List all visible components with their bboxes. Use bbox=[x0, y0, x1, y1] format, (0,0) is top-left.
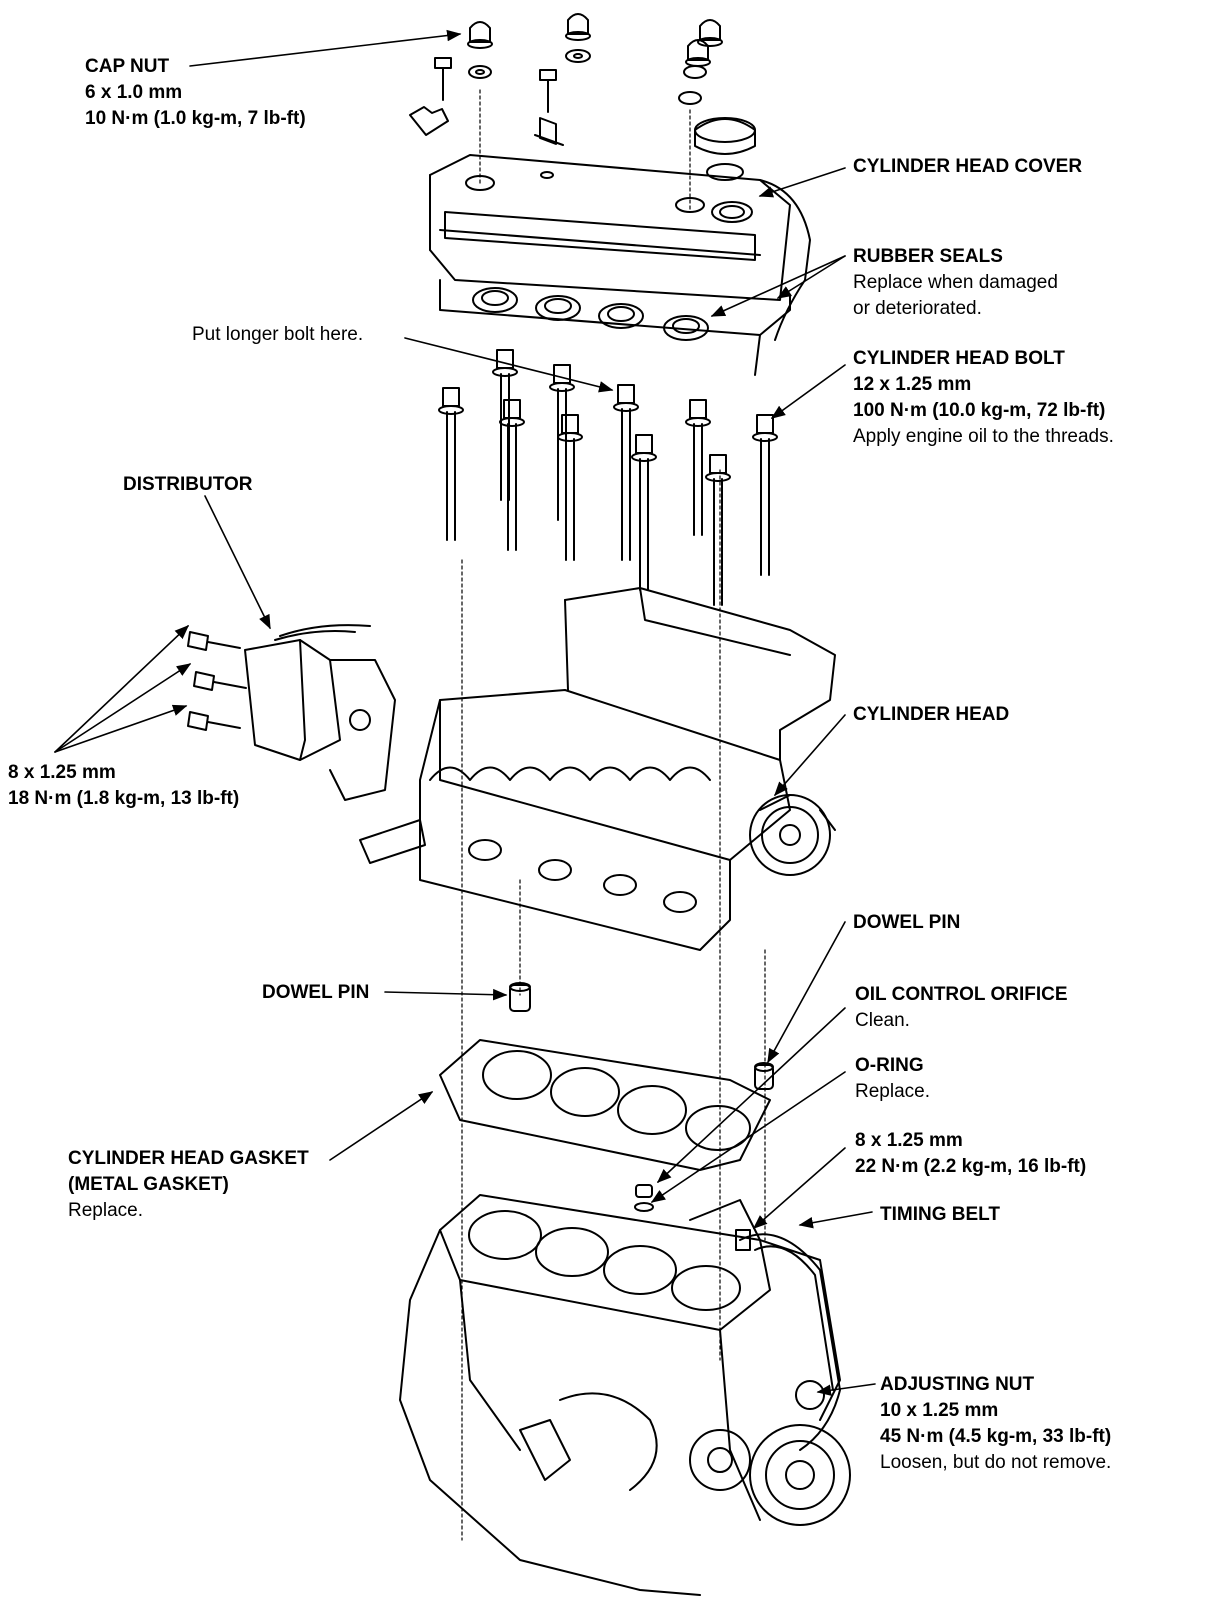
cylinder-head-label: CYLINDER HEAD bbox=[853, 702, 1009, 728]
oil-control-orifice-label: OIL CONTROL ORIFICE Clean. bbox=[855, 982, 1068, 1034]
cap-nut-label: CAP NUT 6 x 1.0 mm 10 N·m (1.0 kg-m, 7 l… bbox=[85, 54, 306, 132]
cylinder-head-bolt-name: CYLINDER HEAD BOLT bbox=[853, 348, 1065, 369]
cylinder-head-cover-name: CYLINDER HEAD COVER bbox=[853, 156, 1083, 177]
oil-control-orifice-note: Clean. bbox=[855, 1010, 910, 1031]
distributor-bolt-size: 8 x 1.25 mm bbox=[8, 762, 116, 783]
rubber-seals-note2: or deteriorated. bbox=[853, 298, 982, 319]
cap-nut-size: 6 x 1.0 mm bbox=[85, 82, 183, 103]
cylinder-head-cover bbox=[429, 154, 811, 376]
o-ring-note: Replace. bbox=[855, 1081, 930, 1102]
bracket-bolt-size: 8 x 1.25 mm bbox=[855, 1130, 963, 1151]
rubber-seals-label: RUBBER SEALS Replace when damaged or det… bbox=[853, 244, 1058, 322]
adjusting-nut-torque: 45 N·m (4.5 kg-m, 33 lb-ft) bbox=[880, 1426, 1112, 1447]
longer-bolt-note: Put longer bolt here. bbox=[192, 324, 364, 345]
timing-belt-label: TIMING BELT bbox=[880, 1202, 1000, 1228]
cylinder-head-bolt-label: CYLINDER HEAD BOLT 12 x 1.25 mm 100 N·m … bbox=[853, 346, 1114, 450]
rubber-seals-note1: Replace when damaged bbox=[853, 272, 1058, 293]
head-gasket-name: CYLINDER HEAD GASKET bbox=[68, 1148, 309, 1169]
dowel-pin-left-name: DOWEL PIN bbox=[262, 982, 370, 1003]
cap-nuts bbox=[409, 13, 756, 181]
o-ring-label: O-RING Replace. bbox=[855, 1053, 930, 1105]
cylinder-head-bolt-note: Apply engine oil to the threads. bbox=[853, 426, 1114, 447]
engine-block bbox=[399, 1194, 841, 1596]
rubber-seals bbox=[472, 287, 709, 341]
cylinder-head-cover-label: CYLINDER HEAD COVER bbox=[853, 154, 1082, 180]
distributor-bolts bbox=[187, 631, 247, 731]
cylinder-head-bolt-size: 12 x 1.25 mm bbox=[853, 374, 972, 395]
o-ring-name: O-RING bbox=[855, 1055, 924, 1076]
distributor-label: DISTRIBUTOR bbox=[123, 472, 252, 498]
dowel-pin-right-name: DOWEL PIN bbox=[853, 912, 961, 933]
adjusting-nut-size: 10 x 1.25 mm bbox=[880, 1400, 999, 1421]
leader-lines bbox=[54, 29, 876, 1396]
rubber-seals-name: RUBBER SEALS bbox=[853, 246, 1003, 267]
cylinder-head-bolt-torque: 100 N·m (10.0 kg-m, 72 lb-ft) bbox=[853, 400, 1106, 421]
distributor-name: DISTRIBUTOR bbox=[123, 474, 253, 495]
timing-belt bbox=[689, 1233, 851, 1526]
dowel-pin-right-label: DOWEL PIN bbox=[853, 910, 960, 936]
cap-nut-name: CAP NUT bbox=[85, 56, 170, 77]
adjusting-nut-name: ADJUSTING NUT bbox=[880, 1374, 1035, 1395]
cylinder-head-gasket bbox=[439, 1039, 771, 1171]
distributor bbox=[187, 624, 396, 801]
bracket-bolt-torque: 22 N·m (2.2 kg-m, 16 lb-ft) bbox=[855, 1156, 1087, 1177]
head-gasket-note: Replace. bbox=[68, 1200, 143, 1221]
cylinder-head bbox=[359, 587, 836, 951]
head-gasket-name2: (METAL GASKET) bbox=[68, 1174, 229, 1195]
cylinder-head-bolts bbox=[438, 349, 778, 606]
distributor-bolt-label: 8 x 1.25 mm 18 N·m (1.8 kg-m, 13 lb-ft) bbox=[8, 760, 239, 812]
adjusting-nut-note: Loosen, but do not remove. bbox=[880, 1452, 1112, 1473]
timing-belt-name: TIMING BELT bbox=[880, 1204, 1000, 1225]
longer-bolt-label: Put longer bolt here. bbox=[192, 322, 363, 348]
dowel-pin-left-label: DOWEL PIN bbox=[262, 980, 369, 1006]
oil-control-orifice-name: OIL CONTROL ORIFICE bbox=[855, 984, 1068, 1005]
cylinder-head-name: CYLINDER HEAD bbox=[853, 704, 1010, 725]
adjusting-nut-label: ADJUSTING NUT 10 x 1.25 mm 45 N·m (4.5 k… bbox=[880, 1372, 1111, 1476]
head-gasket-label: CYLINDER HEAD GASKET (METAL GASKET) Repl… bbox=[68, 1146, 309, 1224]
cap-nut-torque: 10 N·m (1.0 kg-m, 7 lb-ft) bbox=[85, 108, 306, 129]
dowel-pins bbox=[509, 982, 774, 1090]
bracket-bolt-label: 8 x 1.25 mm 22 N·m (2.2 kg-m, 16 lb-ft) bbox=[855, 1128, 1086, 1180]
oil-control-orifice bbox=[634, 1184, 751, 1251]
alignment-lines bbox=[461, 89, 766, 1541]
distributor-bolt-torque: 18 N·m (1.8 kg-m, 13 lb-ft) bbox=[8, 788, 240, 809]
